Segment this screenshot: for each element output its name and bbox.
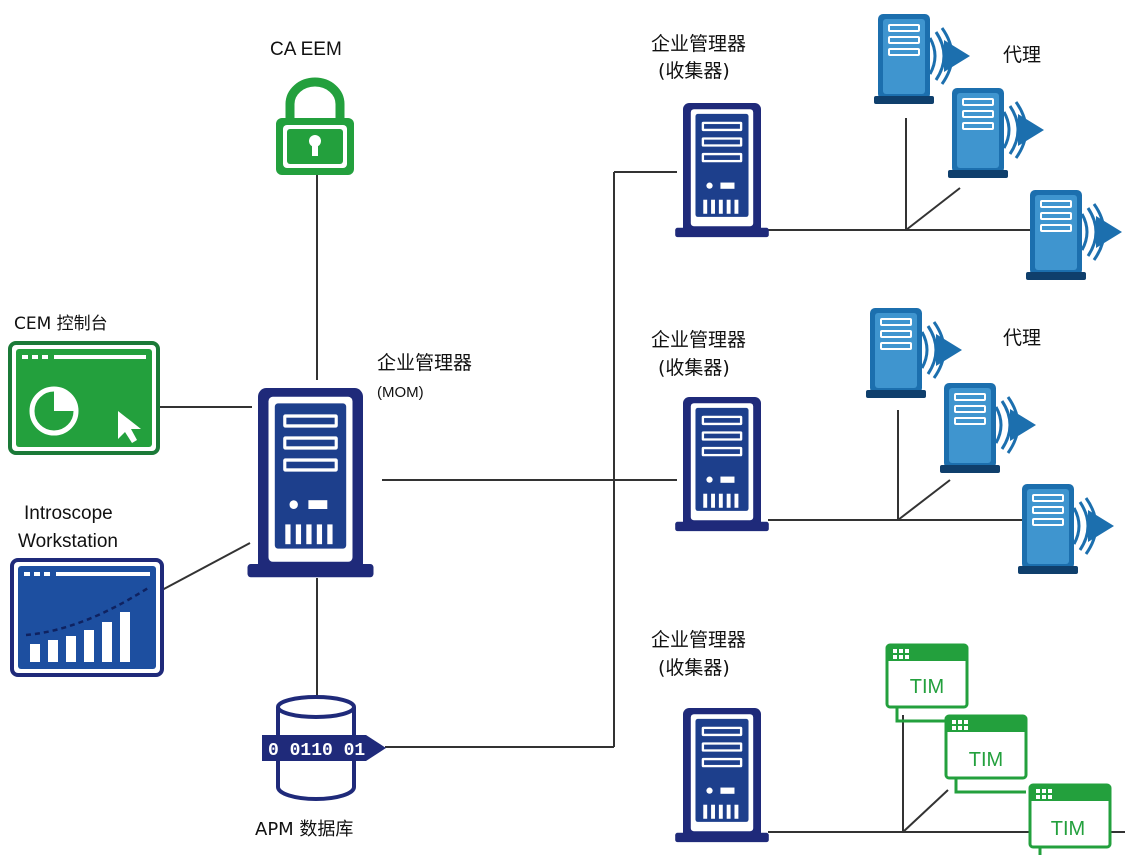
line-workstation-mom <box>161 542 251 591</box>
bar-chart-workstation-icon[interactable] <box>10 558 164 677</box>
tim-appliance-icon[interactable]: TIM <box>885 643 969 723</box>
agent-server-icon[interactable] <box>946 86 1046 180</box>
pie-chart-console-icon[interactable] <box>8 341 160 455</box>
cem-console-label: CEM 控制台 <box>14 314 108 334</box>
tim-appliance-icon[interactable]: TIM <box>1028 783 1112 859</box>
database-icon[interactable]: 0 0110 01 <box>262 695 386 801</box>
line-c3-tim2 <box>902 789 949 833</box>
collector2-server-icon[interactable] <box>675 397 769 532</box>
mom-label-line1: 企业管理器 <box>377 352 473 374</box>
apm-db-label: APM 数据库 <box>255 819 354 840</box>
tim1-label: TIM <box>910 676 944 698</box>
agents1-label: 代理 <box>1003 44 1042 66</box>
collector2-label-line2: (收集器) <box>658 357 730 379</box>
collector3-label-line1: 企业管理器 <box>651 629 747 651</box>
introscope-label-line2: Workstation <box>18 531 118 552</box>
introscope-label-line1: Introscope <box>24 503 113 524</box>
line-c1-agent2 <box>905 187 961 231</box>
tim3-label: TIM <box>1051 818 1085 840</box>
collector1-server-icon[interactable] <box>675 103 769 238</box>
agent-server-icon[interactable] <box>938 381 1038 475</box>
mom-label-line2: (MOM) <box>377 384 424 401</box>
mom-server-icon[interactable] <box>247 388 374 578</box>
agent-server-icon[interactable] <box>1024 188 1124 282</box>
ca-eem-label: CA EEM <box>270 39 342 60</box>
lock-icon <box>276 77 354 175</box>
agent-server-icon[interactable] <box>1016 482 1116 576</box>
collector1-label-line1: 企业管理器 <box>651 33 747 55</box>
collector3-label-line2: (收集器) <box>658 657 730 679</box>
connector-lines <box>160 118 1125 833</box>
tim2-label: TIM <box>969 749 1003 771</box>
agents2-label: 代理 <box>1003 327 1042 349</box>
collector1-label-line2: (收集器) <box>658 60 730 82</box>
tim-appliance-icon[interactable]: TIM <box>944 714 1028 794</box>
collector2-label-line1: 企业管理器 <box>651 329 747 351</box>
db-bits-text: 0 0110 01 <box>268 741 365 761</box>
line-c2-agent2 <box>897 479 951 521</box>
collector3-server-icon[interactable] <box>675 708 769 843</box>
